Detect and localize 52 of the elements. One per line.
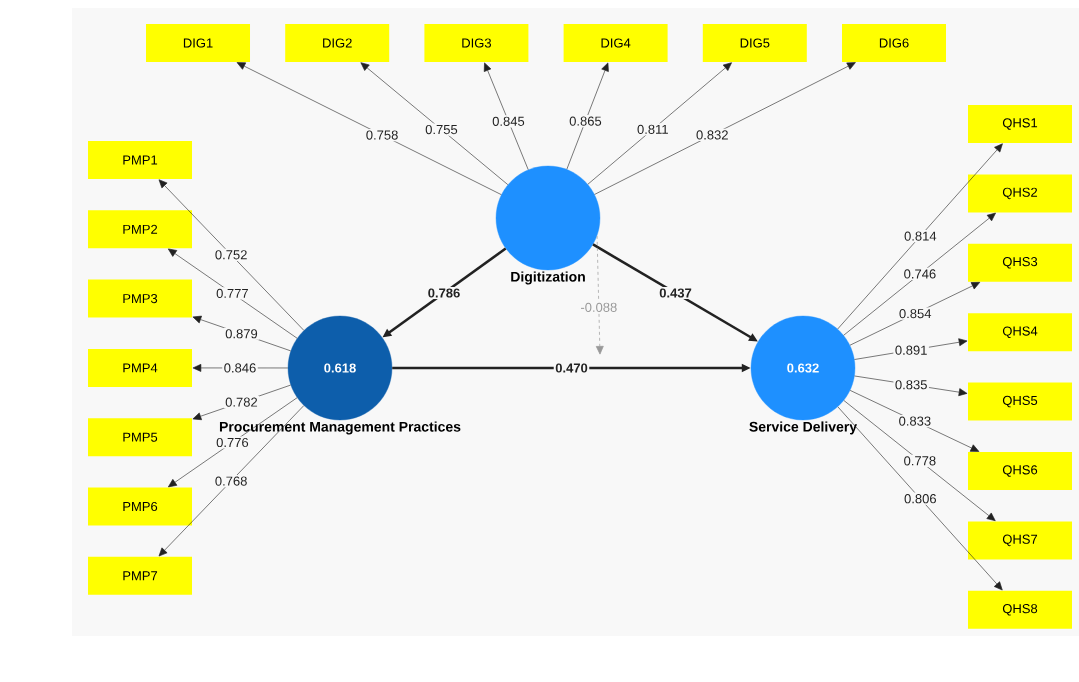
arrow [168,397,298,488]
indicator-box: DIG5 [702,24,807,62]
indicator-box: PMP5 [88,418,192,457]
indicator-box: QHS6 [968,452,1072,490]
indicator-box: DIG6 [842,24,946,62]
edge-label: 0.814 [902,230,939,243]
arrow [843,212,996,336]
arrow [236,62,502,195]
edge-label: 0.777 [214,287,251,300]
indicator-box: QHS4 [968,313,1072,352]
indicator-box: DIG2 [285,24,390,62]
node-label: Digitization [511,271,585,285]
indicator-box: PMP6 [88,487,192,526]
arrow [594,62,856,195]
edge-label: 0.776 [214,436,251,449]
indicator-box: PMP7 [88,556,192,595]
arrow [360,62,509,185]
arrow [837,406,1003,591]
indicator-box: PMP3 [88,279,192,318]
indicator-box: PMP4 [88,348,192,387]
indicator-box: QHS7 [968,521,1072,560]
arrow [849,282,981,346]
node-label: Procurement Management Practices [219,421,461,435]
edge-label: -0.088 [578,301,619,314]
arrow [587,62,732,185]
arrow [843,400,996,522]
arrow [483,62,529,170]
arrow [566,62,609,170]
indicator-box: QHS3 [968,243,1072,282]
node-label: Service Delivery [749,421,857,435]
edge-label: 0.845 [490,115,527,128]
edge-label: 0.865 [567,115,604,128]
indicator-box: DIG1 [146,24,250,62]
arrow [595,235,604,355]
edge-label: 0.891 [893,344,929,357]
indicator-box: PMP2 [88,210,192,249]
edge-label: 0.811 [635,123,671,136]
indicator-box: DIG4 [563,24,668,62]
indicator-box: QHS1 [968,105,1072,143]
arrow [849,390,980,452]
arrow [158,179,305,331]
indicator-box: PMP1 [88,141,192,179]
edge-label: 0.755 [423,123,460,136]
edge-label: 0.768 [213,475,249,488]
indicator-box: DIG3 [424,24,529,62]
arrow [158,405,305,557]
arrow [837,143,1003,330]
indicator-box: QHS8 [968,590,1072,629]
indicator-box: QHS5 [968,382,1072,421]
edge-label: 0.782 [223,396,260,409]
arrow [167,248,298,339]
indicator-box: QHS2 [968,174,1072,213]
